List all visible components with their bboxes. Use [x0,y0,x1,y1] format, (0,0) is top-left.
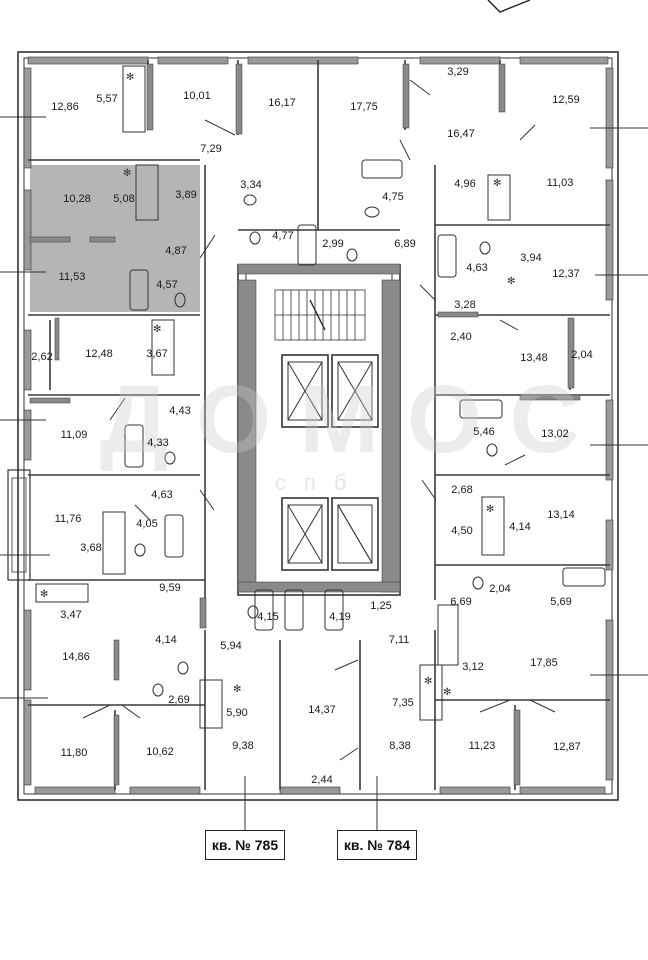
svg-text:✻: ✻ [486,504,494,515]
wall-stripes [29,63,581,786]
room-area-label: 4,87 [165,245,187,257]
room-area-label: 3,89 [175,189,197,201]
room-area-label: 2,69 [168,694,190,706]
apartment-785-tag[interactable]: кв. № 785 [205,830,285,860]
room-area-label: 17,85 [530,657,558,669]
watermark: ДОМОС [100,366,608,473]
room-area-label: 3,68 [80,542,102,554]
room-area-label: 10,62 [146,746,174,758]
room-area-label: 13,14 [547,509,575,521]
room-area-label: 4,57 [156,279,178,291]
kitchen-icon [35,65,511,729]
room-area-label: 4,05 [136,518,158,530]
room-area-label: 3,12 [462,661,484,673]
room-area-label: 4,14 [155,634,177,646]
svg-text:✻: ✻ [493,178,501,189]
room-area-label: 4,63 [466,262,488,274]
room-area-label: 10,28 [63,193,91,205]
svg-text:✻: ✻ [507,276,515,287]
room-area-label: 5,69 [550,596,572,608]
room-area-label: 4,50 [451,525,473,537]
room-area-label: 10,01 [183,90,211,102]
room-area-label: 3,94 [520,252,542,264]
room-area-label: 7,29 [200,143,222,155]
room-area-label: 12,87 [553,741,581,753]
room-area-label: 4,14 [509,521,531,533]
apartment-784-tag[interactable]: кв. № 784 [337,830,417,860]
room-area-label: 3,34 [240,179,262,191]
room-area-label: 4,15 [257,611,279,623]
room-area-label: 5,57 [96,93,118,105]
room-area-label: 8,38 [389,740,411,752]
elevator-shafts [281,354,379,571]
room-area-label: 11,80 [60,747,88,759]
room-area-label: 12,86 [51,101,79,113]
room-area-label: 2,04 [489,583,511,595]
room-area-label: 6,89 [394,238,416,250]
room-area-label: 4,63 [151,489,173,501]
pointer-lines [0,116,648,830]
room-area-label: 7,35 [392,697,414,709]
room-area-label: 13,02 [541,428,569,440]
room-area-label: 14,37 [308,704,336,716]
svg-text:✻: ✻ [443,687,451,698]
room-area-label: 11,23 [468,740,496,752]
room-area-label: 12,59 [552,94,580,106]
room-area-label: 5,46 [473,426,495,438]
svg-text:✻: ✻ [233,684,241,695]
room-area-label: 7,11 [388,634,410,646]
room-area-label: 11,03 [546,177,574,189]
room-area-label: 2,04 [571,349,593,361]
room-area-label: 2,99 [322,238,344,250]
elevator-core [237,263,401,596]
room-area-label: 14,86 [62,651,90,663]
svg-text:✻: ✻ [40,589,48,600]
svg-text:✻: ✻ [126,72,134,83]
room-area-label: 6,69 [450,596,472,608]
room-area-label: 4,33 [147,437,169,449]
room-area-label: 2,68 [451,484,473,496]
room-area-label: 16,17 [268,97,296,109]
room-area-label: 3,29 [447,66,469,78]
room-area-label: 5,94 [220,640,242,652]
room-area-label: 11,09 [60,429,88,441]
watermark-subtitle: спб [275,470,365,495]
compass-marker [487,0,531,13]
svg-text:✻: ✻ [424,676,432,687]
svg-text:✻: ✻ [153,324,161,335]
building-outline [17,51,619,801]
room-area-label: 2,62 [31,351,53,363]
room-area-label: 11,53 [58,271,86,283]
room-area-label: 11,76 [54,513,82,525]
room-area-label: 13,48 [520,352,548,364]
bathtub-icon [124,159,606,631]
room-area-label: 2,40 [450,331,472,343]
stairs [274,289,366,341]
fan-icon: ✻ ✻ ✻ ✻ ✻ ✻ ✻ ✻ ✻ ✻ [40,72,515,698]
room-area-label: 3,28 [454,299,476,311]
room-area-label: 5,90 [226,707,248,719]
room-area-label: 16,47 [447,128,475,140]
room-area-label: 4,96 [454,178,476,190]
room-area-label: 4,75 [382,191,404,203]
toilet-icon [134,194,498,697]
room-area-label: 4,43 [169,405,191,417]
room-area-label: 12,48 [85,348,113,360]
room-area-label: 5,08 [113,193,135,205]
room-area-label: 3,47 [60,609,82,621]
room-area-label: 4,19 [329,611,351,623]
room-area-label: 3,67 [146,348,168,360]
svg-text:✻: ✻ [123,168,131,179]
room-area-label: 9,38 [232,740,254,752]
doors [82,79,556,761]
room-area-label: 4,77 [272,230,294,242]
room-area-label: 2,44 [311,774,333,786]
room-area-label: 9,59 [159,582,181,594]
room-area-label: 12,37 [552,268,580,280]
room-area-label: 1,25 [370,600,392,612]
room-area-label: 17,75 [350,101,378,113]
bay-window [7,469,31,581]
